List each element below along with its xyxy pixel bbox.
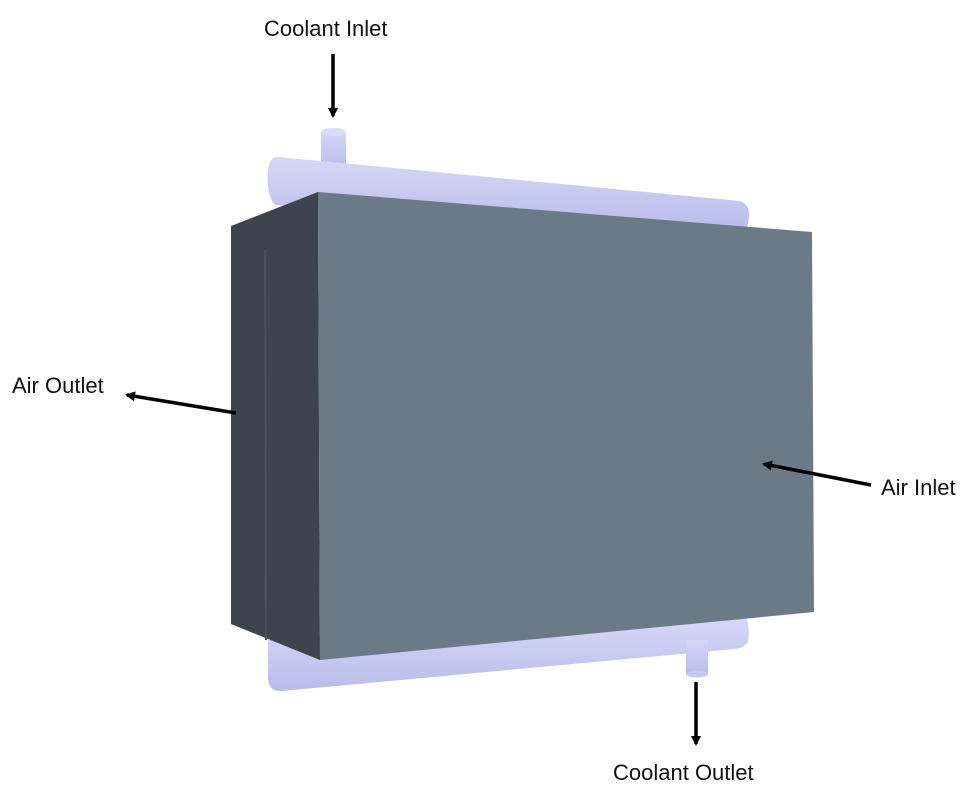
core-front-face	[318, 192, 814, 660]
air-inlet-arrow	[762, 460, 872, 487]
core-side-edge	[264, 249, 267, 641]
top-header-tank	[267, 156, 750, 230]
air-outlet-arrow	[125, 391, 237, 415]
coolant-outlet-label: Coolant Outlet	[613, 760, 754, 785]
air-outlet-label: Air Outlet	[12, 373, 104, 398]
core-side-face	[231, 192, 320, 660]
air-inlet-label: Air Inlet	[881, 475, 956, 500]
coolant-inlet-pipe	[321, 128, 346, 167]
coolant-outlet-pipe	[686, 640, 708, 678]
coolant-inlet-label: Coolant Inlet	[264, 16, 388, 41]
